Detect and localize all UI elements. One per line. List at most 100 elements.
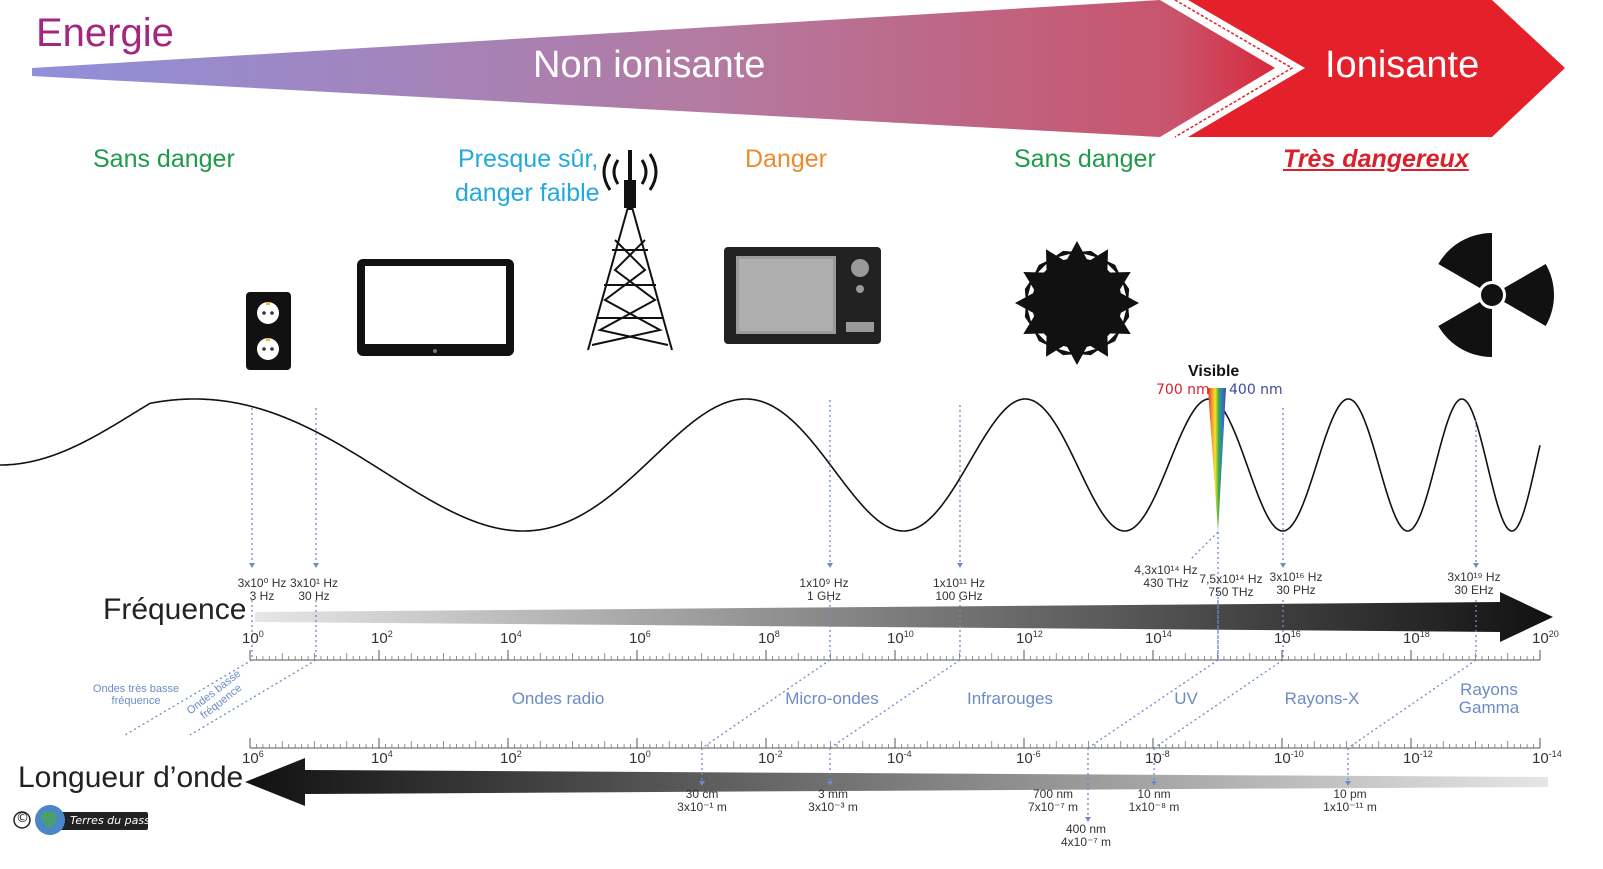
wavelength-tick-label: 106	[242, 749, 264, 767]
credit-text: Terres du passé	[70, 814, 157, 827]
ionizing-band	[1188, 0, 1565, 137]
frequency-tick-label: 1018	[1403, 629, 1430, 647]
wavelength-tick-base: 10	[629, 750, 646, 767]
frequency-tick-base: 10	[500, 630, 517, 647]
frequency-tick-exponent: 4	[516, 629, 522, 639]
frequency-tick-base: 10	[1145, 630, 1162, 647]
frequency-tick-label: 1010	[887, 629, 914, 647]
danger-level-very-dangerous: Très dangereux	[1283, 145, 1469, 173]
wavelength-tick-base: 10	[1016, 750, 1033, 767]
wavelength-tick-label: 10-12	[1403, 749, 1433, 767]
wavelength-tick-exponent: -8	[1161, 749, 1170, 759]
region-infrared: Infrarouges	[967, 689, 1053, 708]
radio-tower-icon	[587, 150, 673, 351]
wavelength-tick-label: 10-8	[1145, 749, 1170, 767]
visible-violet-end: 400 nm	[1229, 382, 1283, 398]
wavelength-scale	[249, 738, 1541, 749]
region-xray: Rayons-X	[1284, 689, 1360, 708]
frequency-tick-exponent: 12	[1032, 629, 1043, 639]
danger-level-almost-safe: Presque sûr,	[458, 145, 599, 173]
wavelength-title: Longueur d’onde	[18, 761, 244, 794]
wavelength-tick-exponent: 0	[645, 749, 651, 759]
non-ionizing-label: Non ionisante	[533, 44, 766, 86]
frequency-tick-exponent: 0	[258, 629, 264, 639]
dotted-connectors	[124, 400, 1479, 822]
frequency-tick-base: 10	[887, 630, 904, 647]
frequency-tick-base: 10	[1016, 630, 1033, 647]
frequency-tick-exponent: 8	[774, 629, 780, 639]
wavelength-tick-label: 102	[500, 749, 522, 767]
ionizing-label: Ionisante	[1325, 44, 1480, 86]
wavelength-tick-label: 10-14	[1532, 749, 1562, 767]
frequency-tick-label: 108	[758, 629, 780, 647]
danger-level-safe-visible: Sans danger	[1014, 145, 1156, 173]
frequency-tick-exponent: 18	[1419, 629, 1430, 639]
wavelength-tick-label: 100	[629, 749, 651, 767]
wavelength-tick-label: 10-4	[887, 749, 912, 767]
frequency-tick-label: 100	[242, 629, 264, 647]
region-uv: UV	[1174, 689, 1198, 708]
frequency-tick-label: 104	[500, 629, 522, 647]
frequency-tick-base: 10	[758, 630, 775, 647]
frequency-title: Fréquence	[103, 593, 247, 626]
wavelength-tick-base: 10	[1532, 750, 1549, 767]
region-microwave: Micro-ondes	[785, 689, 879, 708]
wavelength-tick-base: 10	[500, 750, 517, 767]
wavelength-tick-exponent: -12	[1419, 749, 1433, 759]
microwave-oven-icon	[724, 247, 881, 344]
frequency-tick-label: 1012	[1016, 629, 1043, 647]
region-radio: Ondes radio	[511, 689, 605, 708]
frequency-tick-label: 1020	[1532, 629, 1559, 647]
frequency-scale	[249, 650, 1541, 661]
visible-title: Visible	[1188, 363, 1240, 380]
wavelength-tick-base: 10	[758, 750, 775, 767]
visible-red-end: 700 nm	[1156, 382, 1210, 398]
frequency-tick-exponent: 10	[903, 629, 914, 639]
frequency-tick-base: 10	[1403, 630, 1420, 647]
frequency-tick-exponent: 14	[1161, 629, 1172, 639]
wavelength-tick-label: 104	[371, 749, 393, 767]
wavelength-tick-base: 10	[1403, 750, 1420, 767]
energy-title: Energie	[36, 11, 174, 55]
frequency-tick-base: 10	[242, 630, 259, 647]
wavelength-arrow	[245, 758, 1548, 806]
credit-logo	[13, 805, 148, 835]
danger-level-low-danger: danger faible	[455, 179, 600, 207]
non-ionizing-band	[32, 0, 1275, 137]
frequency-tick-label: 1014	[1145, 629, 1172, 647]
wavelength-tick-exponent: 4	[387, 749, 393, 759]
visible-spectrum	[1208, 388, 1226, 532]
frequency-tick-exponent: 6	[645, 629, 651, 639]
frequency-tick-exponent: 16	[1290, 629, 1301, 639]
frequency-tick-label: 1016	[1274, 629, 1301, 647]
danger-level-safe-low: Sans danger	[93, 145, 235, 173]
frequency-tick-exponent: 2	[387, 629, 393, 639]
radiation-icon	[1438, 233, 1554, 357]
copyright-symbol: ©	[16, 811, 29, 826]
frequency-tick-base: 10	[629, 630, 646, 647]
wavelength-tick-label: 10-2	[758, 749, 783, 767]
wavelength-tick-base: 10	[1145, 750, 1162, 767]
frequency-tick-label: 106	[629, 629, 651, 647]
wave-path	[0, 398, 1541, 532]
wavelength-tick-base: 10	[371, 750, 388, 767]
wavelength-tick-exponent: -2	[774, 749, 783, 759]
frequency-arrow	[255, 592, 1553, 642]
sun-icon	[1015, 241, 1139, 365]
